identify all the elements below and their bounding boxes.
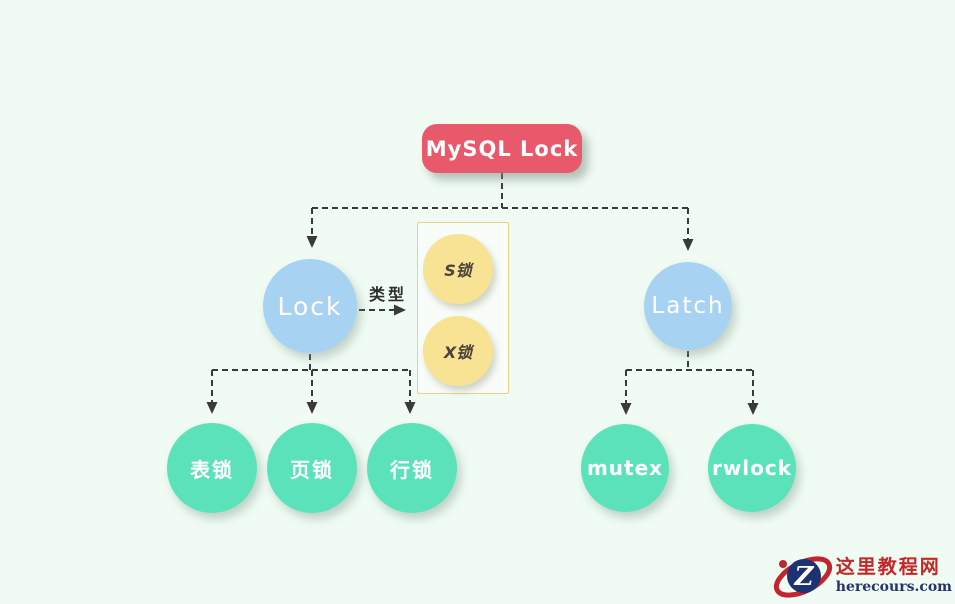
watermark-site-url: herecours.com — [835, 578, 952, 595]
node-page-lock: 页锁 — [267, 423, 357, 513]
watermark-text: 这里教程网 herecours.com — [835, 556, 952, 595]
node-mutex: mutex — [581, 424, 669, 512]
node-mysql-lock: MySQL Lock — [422, 124, 582, 173]
node-lock: Lock — [263, 259, 357, 353]
edge-label-type: 类型 — [368, 285, 407, 304]
node-latch: Latch — [644, 262, 732, 350]
node-x-lock: X锁 — [423, 316, 493, 386]
logo-letter: Z — [793, 562, 814, 592]
site-watermark: Z 这里教程网 herecours.com — [772, 550, 952, 602]
node-row-lock: 行锁 — [367, 423, 457, 513]
site-logo-icon: Z — [773, 556, 832, 598]
node-s-lock: S锁 — [423, 234, 493, 304]
node-rwlock: rwlock — [708, 424, 796, 512]
node-table-lock: 表锁 — [167, 423, 257, 513]
watermark-site-name: 这里教程网 — [835, 556, 941, 579]
